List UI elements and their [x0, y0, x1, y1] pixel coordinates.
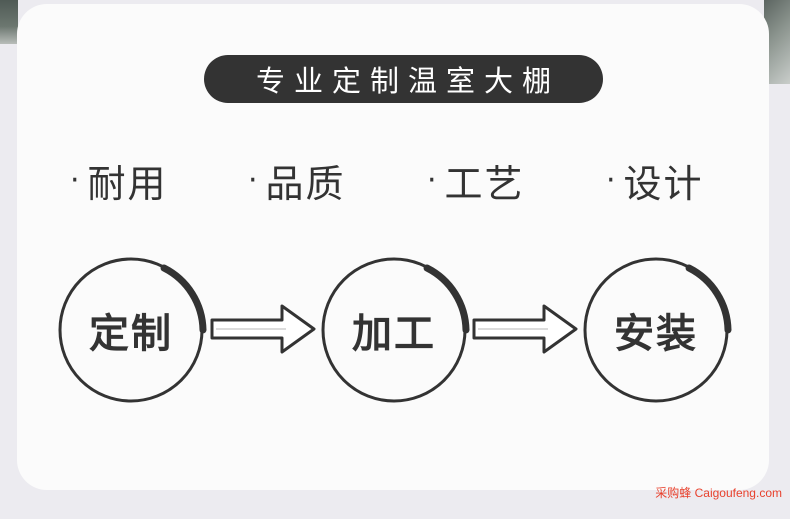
step-circle [583, 257, 732, 403]
feature-list: · 耐用 · 品质 · 工艺 · 设计 [0, 150, 790, 210]
title-banner: 专业定制温室大棚 [204, 55, 603, 103]
bullet: · [606, 162, 618, 198]
feature-item: · 耐用 [70, 150, 220, 210]
bullet: · [248, 162, 260, 198]
feature-label: 设计 [623, 161, 704, 206]
background-photo-left [0, 0, 18, 44]
feature-label: 耐用 [87, 161, 168, 206]
feature-item: · 设计 [606, 150, 756, 210]
right-arrow-icon [472, 304, 578, 354]
watermark: 采购蜂 Caigoufeng.com [655, 486, 782, 500]
page-title: 专业定制温室大棚 [255, 64, 560, 98]
step-label: 加工 [352, 311, 436, 357]
right-arrow-icon [210, 304, 316, 354]
feature-label: 工艺 [444, 161, 525, 206]
step-label: 安装 [614, 311, 698, 357]
step-label: 定制 [89, 311, 173, 357]
step-circle [321, 257, 470, 403]
bullet: · [70, 162, 82, 198]
feature-label: 品质 [265, 161, 346, 206]
feature-item: · 品质 [248, 150, 398, 210]
step-circle [58, 257, 207, 403]
feature-item: · 工艺 [427, 150, 577, 210]
bullet: · [427, 162, 439, 198]
